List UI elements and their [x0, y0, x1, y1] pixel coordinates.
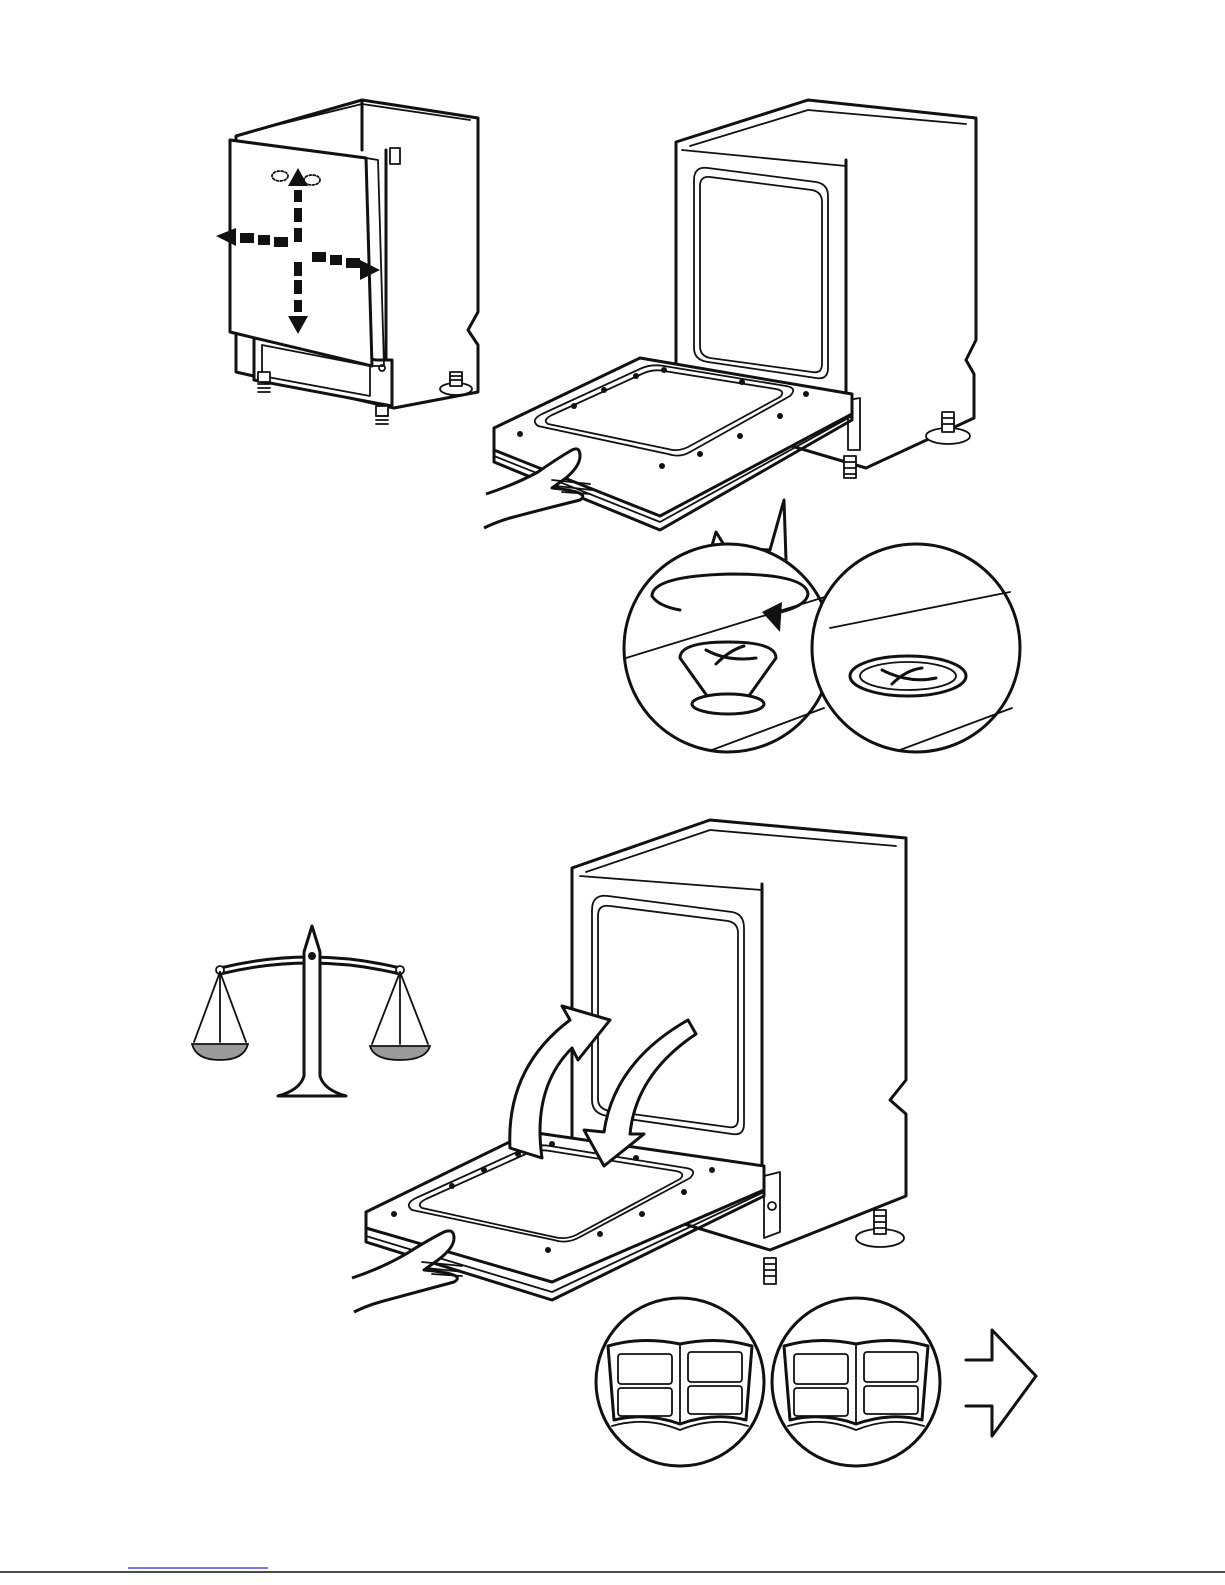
balance-scale-icon — [192, 926, 430, 1096]
screw-rotation-detail — [624, 500, 832, 752]
door-open-hand — [484, 100, 976, 530]
screw-flush-detail — [812, 544, 1020, 752]
door-hinge-balance — [352, 820, 906, 1312]
book-icon — [596, 1298, 764, 1466]
book-icon — [772, 1298, 940, 1466]
foot-left — [258, 372, 270, 392]
door-panel-adjustment — [216, 100, 478, 424]
foot-center — [376, 406, 388, 424]
manual-reference — [596, 1298, 940, 1466]
foot-center-3 — [764, 1258, 776, 1284]
foot-right-3 — [856, 1210, 904, 1247]
foot-center-2 — [844, 456, 856, 478]
arrow-right-icon — [966, 1330, 1036, 1436]
